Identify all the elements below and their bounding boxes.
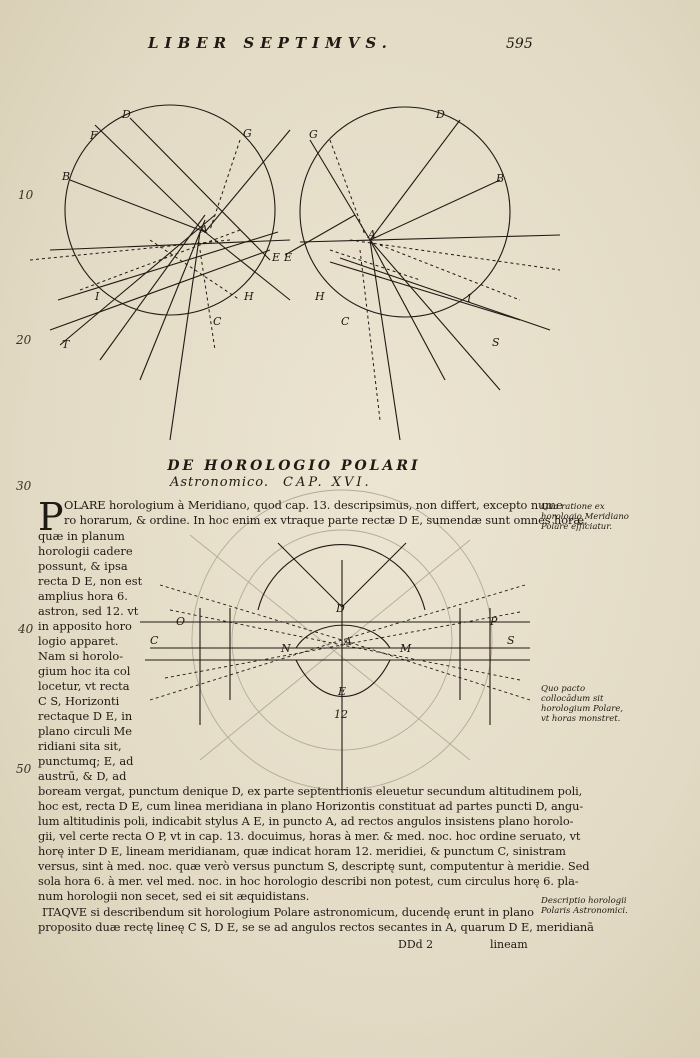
right-label-c: C	[341, 315, 350, 328]
paragraph-line: OLARE horologium à Meridiano, quod cap. …	[64, 498, 563, 512]
paragraph-line: gii, vel certe recta O P, vt in cap. 13.…	[38, 829, 581, 843]
line-number-40: 40	[18, 622, 34, 636]
page-number: 595	[506, 36, 533, 52]
figure-meridian-horologia: D F G B A E H C I T G D B E A H C I S	[29, 104, 561, 441]
polar-label-12: 12	[334, 708, 348, 721]
running-title: LIBER SEPTIMVS.	[148, 34, 393, 52]
line-number-30: 30	[16, 479, 32, 493]
polar-label-p: P	[489, 615, 498, 628]
side-text-line: Nam si horolo-	[38, 649, 124, 663]
right-dial-circle	[299, 106, 511, 318]
side-text-line: in apposito horo	[38, 619, 132, 633]
chapter-number: CAP. XVI.	[283, 475, 372, 490]
paragraph-line: lum altitudinis poli, indicabit stylus A…	[38, 814, 574, 828]
left-dial-circle	[64, 104, 276, 316]
left-label-d: D	[121, 108, 131, 121]
right-label-h: H	[314, 290, 325, 303]
left-label-e: E	[271, 251, 280, 264]
left-label-t: T	[62, 338, 71, 351]
right-label-e: E	[283, 251, 292, 264]
line-number-10: 10	[18, 188, 34, 202]
paragraph-line: sola hora 6. à mer. vel med. noc. in hoc…	[38, 874, 579, 888]
right-label-d: D	[435, 108, 445, 121]
side-text-line: ridiani sita sit,	[38, 739, 122, 753]
polar-label-o: O	[176, 615, 185, 628]
side-text-line: recta D E, non est	[38, 574, 143, 588]
line-number-20: 20	[16, 333, 32, 347]
polar-label-a: A	[343, 635, 352, 648]
left-label-c: C	[213, 315, 222, 328]
side-text-line: horologii cadere	[38, 544, 133, 558]
polar-label-n: N	[280, 642, 291, 655]
paragraph-line: ro horarum, & ordine. In hoc enim ex vtr…	[64, 513, 588, 527]
side-text-line: possunt, & ipsa	[38, 559, 128, 573]
paragraph-line: num horologii non secet, sed ei sit æqui…	[38, 889, 310, 903]
side-text-line: punctumq; E, ad	[38, 754, 134, 768]
polar-label-d: D	[335, 602, 345, 615]
side-text-line: locetur, vt recta	[38, 679, 130, 693]
paragraph-line: ITAQVE si describendum sit horologium Po…	[42, 905, 534, 919]
paragraph-line: boream vergat, punctum denique D, ex par…	[38, 784, 583, 798]
paragraph-line: hoc est, recta D E, cum linea meridiana …	[38, 799, 584, 813]
side-text-line: astron, sed 12. vt	[38, 604, 139, 618]
left-label-f: F	[89, 129, 98, 142]
chapter-subtitle-text: Astronomico.	[170, 475, 270, 490]
left-label-b: B	[61, 170, 70, 183]
paragraph-line: proposito duæ rectę lineę C S, D E, se s…	[38, 920, 594, 934]
right-label-i: I	[466, 292, 472, 305]
drop-cap: P	[38, 495, 64, 539]
catchword: lineam	[490, 938, 528, 951]
polar-label-c: C	[150, 634, 159, 647]
side-text-line: gium hoc ita col	[38, 664, 131, 678]
side-text-line: logio apparet.	[38, 634, 119, 648]
side-text-line: C S, Horizonti	[38, 694, 120, 708]
side-text-line: austrū, & D, ad	[38, 769, 127, 783]
left-label-i: I	[94, 290, 100, 303]
side-text-line: amplius hora 6.	[38, 589, 128, 603]
polar-label-m: M	[399, 642, 412, 655]
left-label-a: A	[199, 223, 208, 236]
margin-note: Descriptio horologii Polaris Astronomici…	[541, 896, 628, 916]
right-label-b: B	[495, 172, 504, 185]
polar-label-e: E	[337, 685, 346, 698]
right-label-s: S	[492, 336, 500, 349]
right-label-g: G	[309, 128, 318, 141]
side-text-line: rectaque D E, in	[38, 709, 133, 723]
polar-label-s: S	[507, 634, 515, 647]
left-label-h: H	[243, 290, 254, 303]
margin-note: Qua ratione ex horologio Meridiano Polar…	[541, 502, 629, 532]
chapter-title: DE HOROLOGIO POLARI	[167, 458, 421, 474]
right-label-a: A	[367, 228, 376, 241]
side-text-line: quæ in planum	[38, 529, 125, 543]
paragraph-line: horę inter D E, lineam meridianam, quæ i…	[38, 844, 566, 858]
side-text-line: plano circuli Me	[38, 724, 133, 738]
signature-mark: DDd 2	[398, 938, 434, 951]
left-label-g: G	[243, 127, 252, 140]
chapter-subtitle: Astronomico. CAP. XVI.	[170, 475, 470, 490]
line-number-50: 50	[16, 762, 32, 776]
margin-note: Quo pacto collocādum sit horologium Pola…	[541, 684, 624, 724]
paragraph-line: versus, sint à med. noc. quæ verò versus…	[38, 859, 590, 873]
